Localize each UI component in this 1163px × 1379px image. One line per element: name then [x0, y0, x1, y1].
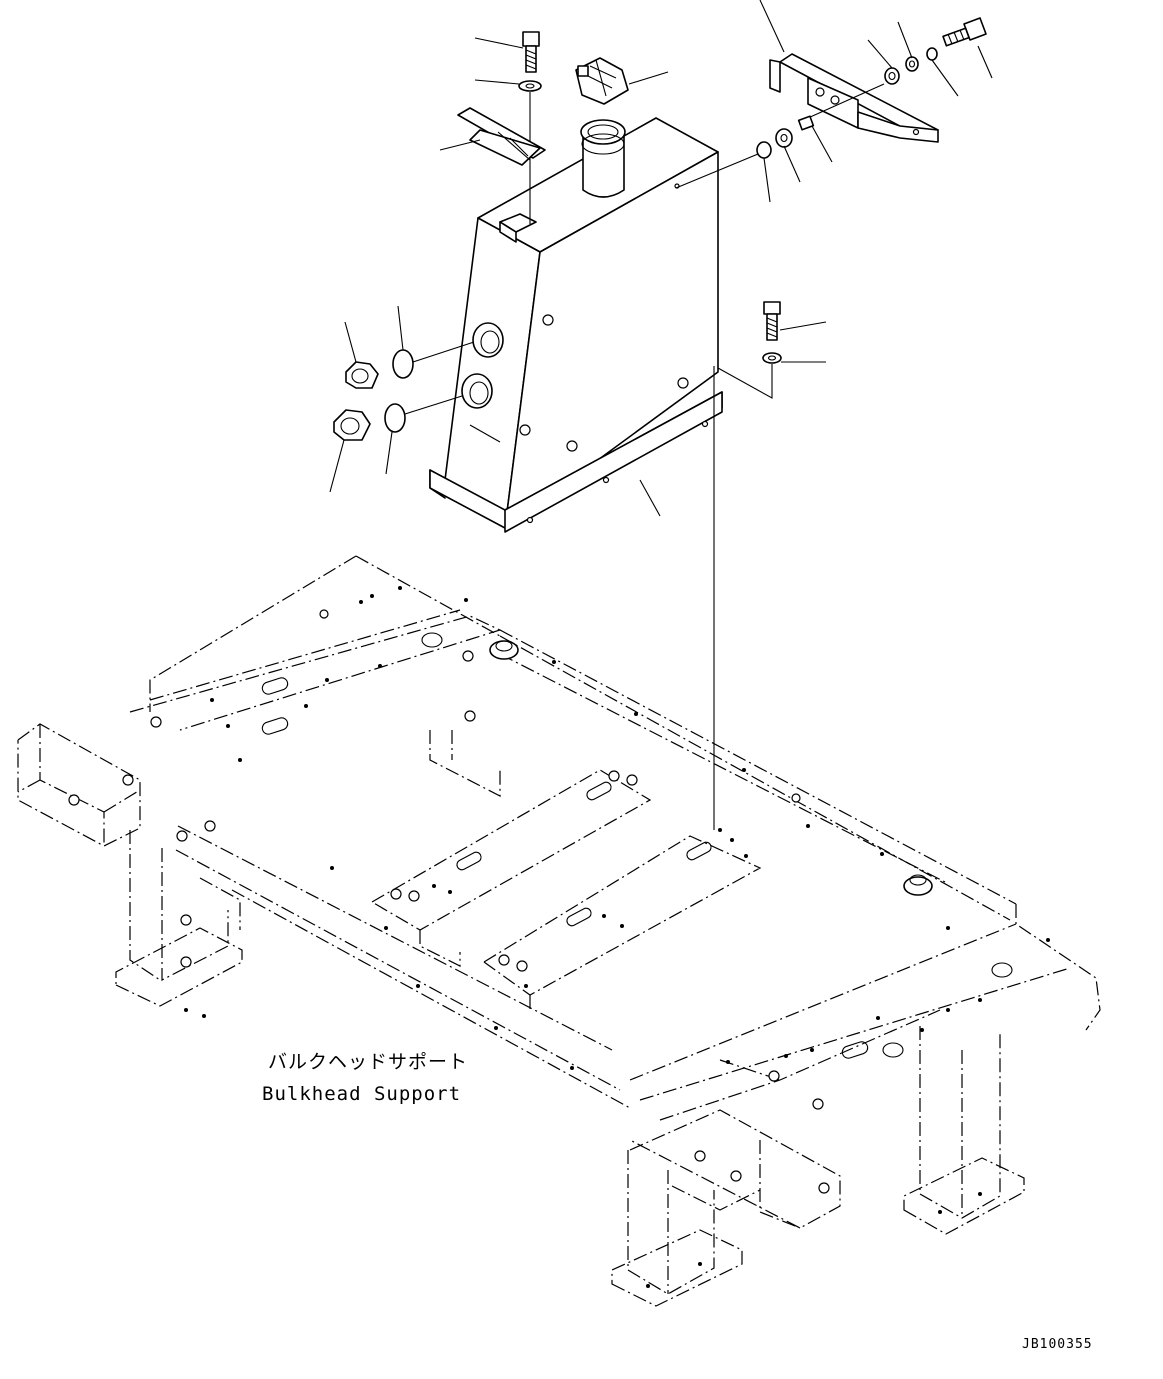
frame-fasteners	[68, 609, 933, 1194]
filler-cap	[575, 57, 669, 105]
frame-rivets	[184, 586, 1050, 1288]
lower-right-bolt	[717, 301, 827, 399]
bolt-right	[942, 17, 993, 79]
tank-assembly	[329, 0, 993, 830]
filler-neck	[580, 119, 626, 198]
tank-body	[429, 117, 723, 533]
caption-japanese: バルクヘッドサポート	[268, 1051, 468, 1073]
frame-slots	[261, 632, 1013, 1059]
tank-face-bolts	[519, 183, 689, 452]
left-plugs	[329, 305, 475, 493]
bulkhead-support-frame	[17, 555, 1101, 1307]
tank-side-ports	[461, 322, 504, 409]
strap-plate	[439, 107, 546, 166]
top-bolt	[474, 31, 542, 224]
right-bracket	[759, 0, 939, 143]
caption-english: Bulkhead Support	[262, 1083, 461, 1105]
drawing-code: JB100355	[1022, 1337, 1093, 1352]
right-hardware	[675, 17, 993, 203]
